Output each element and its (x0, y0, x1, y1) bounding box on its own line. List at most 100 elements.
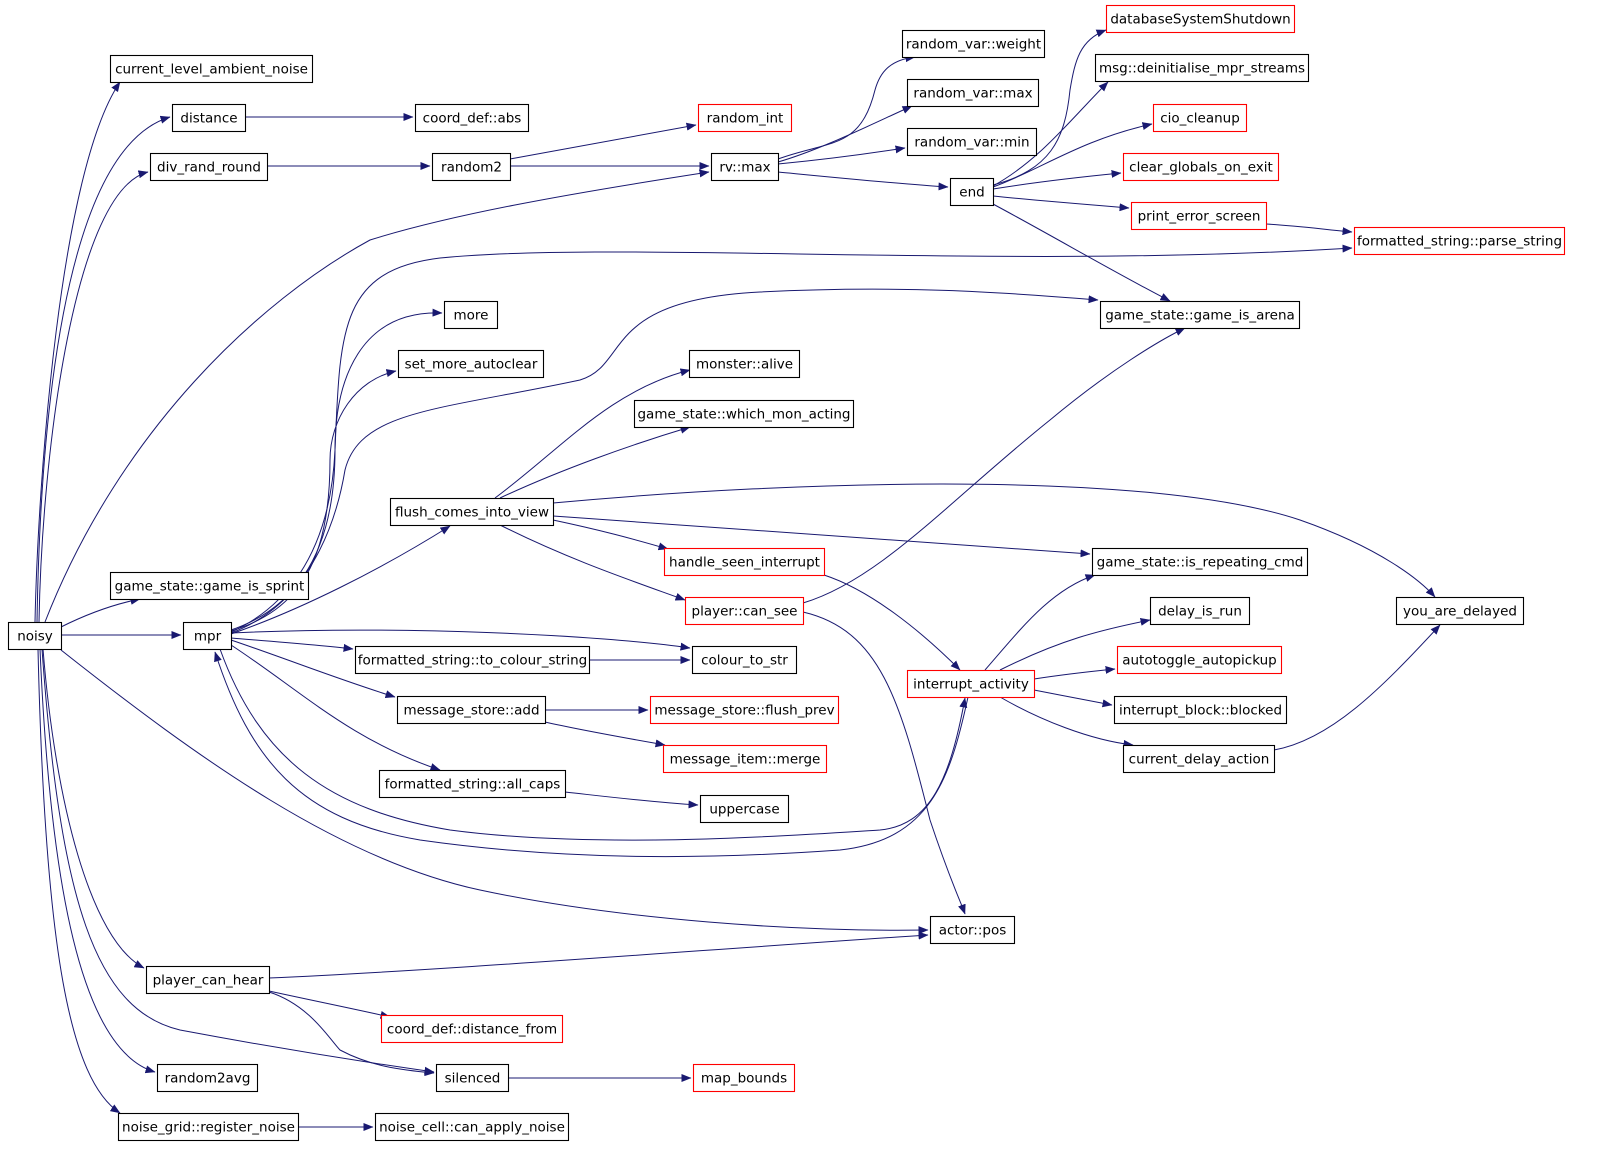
node-silenced[interactable]: silenced (435, 1063, 510, 1093)
edge-player_can_see-to-game_is_arena (802, 327, 1186, 604)
node-box (663, 547, 826, 577)
node-label: player::can_see (692, 604, 798, 620)
edge-flush_comes_into_view-to-player_can_see (499, 524, 686, 601)
node-coord_def_abs[interactable]: coord_def::abs (414, 103, 530, 133)
node-label: noisy (17, 629, 53, 645)
node-distance[interactable]: distance (171, 103, 247, 133)
node-interrupt_block_blocked[interactable]: interrupt_block::blocked (1113, 695, 1288, 725)
node-you_are_delayed[interactable]: you_are_delayed (1395, 596, 1525, 626)
edge-rv_max-to-random_var_weight (777, 54, 916, 160)
node-box (906, 78, 1040, 108)
edge-print_error_screen-to-parse_string (1265, 223, 1353, 236)
node-delay_is_run[interactable]: delay_is_run (1149, 596, 1251, 626)
node-can_apply_noise[interactable]: noise_cell::can_apply_noise (374, 1112, 570, 1142)
node-map_bounds[interactable]: map_bounds (692, 1063, 796, 1093)
node-random2avg[interactable]: random2avg (156, 1063, 259, 1093)
node-parse_string[interactable]: formatted_string::parse_string (1353, 226, 1566, 256)
node-label: databaseSystemShutdown (1110, 12, 1290, 28)
node-label: flush_comes_into_view (395, 505, 549, 521)
node-uppercase[interactable]: uppercase (699, 794, 790, 824)
node-rv_max[interactable]: rv::max (710, 152, 780, 182)
node-random_var_weight[interactable]: random_var::weight (901, 29, 1046, 59)
node-set_more_autoclear[interactable]: set_more_autoclear (397, 349, 545, 379)
node-label: delay_is_run (1158, 604, 1242, 620)
node-box (1130, 201, 1268, 231)
edge-end-to-print_error_screen (992, 195, 1130, 212)
node-label: distance (180, 111, 237, 127)
node-message_store_flush_prev[interactable]: message_store::flush_prev (649, 695, 840, 725)
node-message_store_add[interactable]: message_store::add (396, 695, 547, 725)
edge-end-to-databaseSystemShutdown (992, 29, 1107, 186)
node-mpr[interactable]: mpr (182, 621, 233, 651)
node-box (692, 1063, 796, 1093)
node-label: print_error_screen (1138, 209, 1261, 225)
node-is_repeating_cmd[interactable]: game_state::is_repeating_cmd (1091, 547, 1309, 577)
node-label: end (959, 185, 984, 201)
node-to_colour_string[interactable]: formatted_string::to_colour_string (354, 645, 591, 675)
node-all_caps[interactable]: formatted_string::all_caps (378, 769, 567, 799)
node-box (145, 965, 271, 995)
node-label: rv::max (719, 160, 770, 176)
node-current_level_ambient_noise[interactable]: current_level_ambient_noise (109, 54, 314, 84)
edge-rv_max-to-random_var_max (777, 105, 913, 163)
node-actor_pos[interactable]: actor::pos (929, 915, 1016, 945)
node-colour_to_str[interactable]: colour_to_str (691, 645, 798, 675)
node-autotoggle_autopickup[interactable]: autotoggle_autopickup (1116, 645, 1283, 675)
edge-player_can_hear-to-actor_pos (268, 931, 929, 979)
node-label: random_var::max (913, 86, 1032, 102)
node-current_delay_action[interactable]: current_delay_action (1122, 744, 1276, 774)
node-player_can_see[interactable]: player::can_see (684, 596, 805, 626)
node-random_var_min[interactable]: random_var::min (906, 127, 1038, 157)
edge-flush_comes_into_view-to-is_repeating_cmd (552, 515, 1091, 558)
node-msg_deinit[interactable]: msg::deinitialise_mpr_streams (1094, 53, 1310, 83)
node-box (171, 103, 247, 133)
edge-all_caps-to-uppercase (564, 791, 699, 809)
node-label: random2avg (165, 1071, 251, 1087)
node-div_rand_round[interactable]: div_rand_round (149, 152, 269, 182)
node-clear_globals_on_exit[interactable]: clear_globals_on_exit (1122, 152, 1280, 182)
node-label: uppercase (709, 802, 779, 818)
node-game_is_sprint[interactable]: game_state::game_is_sprint (109, 571, 310, 601)
edge-current_delay_action-to-you_are_delayed (1273, 624, 1441, 751)
node-game_is_arena[interactable]: game_state::game_is_arena (1099, 300, 1301, 330)
node-more[interactable]: more (443, 300, 499, 330)
node-box (109, 571, 310, 601)
edge-player_can_hear-to-silenced (268, 991, 435, 1077)
node-label: monster::alive (696, 357, 793, 373)
node-flush_comes_into_view[interactable]: flush_comes_into_view (389, 497, 555, 527)
node-label: formatted_string::parse_string (1357, 234, 1562, 250)
node-handle_seen_interrupt[interactable]: handle_seen_interrupt (663, 547, 826, 577)
node-register_noise[interactable]: noise_grid::register_noise (117, 1112, 300, 1142)
node-box (949, 177, 995, 207)
node-interrupt_activity[interactable]: interrupt_activity (906, 669, 1036, 699)
node-box (149, 152, 269, 182)
node-box (699, 794, 790, 824)
node-label: current_level_ambient_noise (115, 62, 308, 78)
node-databaseSystemShutdown[interactable]: databaseSystemShutdown (1105, 4, 1296, 34)
node-player_can_hear[interactable]: player_can_hear (145, 965, 271, 995)
node-monster_alive[interactable]: monster::alive (688, 349, 801, 379)
node-label: game_state::which_mon_acting (637, 407, 850, 423)
node-which_mon_acting[interactable]: game_state::which_mon_acting (633, 399, 855, 429)
node-random2[interactable]: random2 (431, 152, 512, 182)
node-end[interactable]: end (949, 177, 995, 207)
node-box (378, 769, 567, 799)
node-box (1122, 744, 1276, 774)
edge-end-to-clear_globals_on_exit (992, 169, 1122, 190)
node-random_var_max[interactable]: random_var::max (906, 78, 1040, 108)
node-box (431, 152, 512, 182)
edge-noisy-to-register_noise (37, 648, 121, 1114)
edge-player_can_hear-to-distance_from (268, 990, 391, 1019)
node-cio_cleanup[interactable]: cio_cleanup (1152, 103, 1248, 133)
node-box (906, 127, 1038, 157)
node-label: map_bounds (701, 1071, 787, 1087)
node-label: message_store::add (403, 703, 539, 719)
node-random_int[interactable]: random_int (697, 103, 793, 133)
node-distance_from[interactable]: coord_def::distance_from (380, 1014, 564, 1044)
node-print_error_screen[interactable]: print_error_screen (1130, 201, 1268, 231)
node-noisy[interactable]: noisy (7, 621, 63, 651)
node-message_item_merge[interactable]: message_item::merge (662, 744, 828, 774)
edge-end-to-msg_deinit (992, 81, 1109, 187)
node-label: current_delay_action (1129, 752, 1270, 768)
node-box (1122, 152, 1280, 182)
